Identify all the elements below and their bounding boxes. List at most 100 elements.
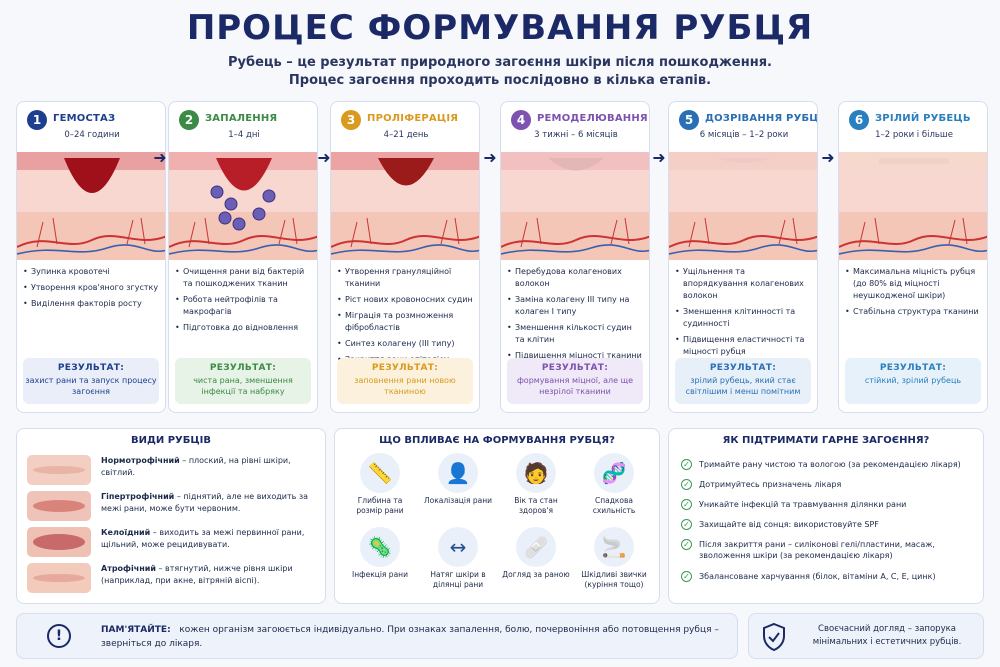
stage-process-item: Утворення грануляційної тканини — [337, 266, 473, 290]
exclamation-icon: ! — [47, 624, 71, 648]
factor-item: 👤Локалізація рани — [423, 453, 493, 506]
healing-tip-text: Дотримуйтесь призначень лікаря — [699, 480, 842, 489]
stage-result-label: РЕЗУЛЬТАТ: — [57, 363, 125, 373]
healing-tip-text: Тримайте рану чистою та вологою (за реко… — [699, 460, 961, 469]
stage-result-label: РЕЗУЛЬТАТ: — [709, 363, 777, 373]
check-circle-icon: ✓ — [681, 479, 692, 490]
stage-time: 6 місяців – 1–2 роки — [699, 130, 789, 140]
subtitle-line-2: Процес загоєння проходить послідовно в к… — [288, 73, 712, 88]
reminder-banner: ! ПАМ'ЯТАЙТЕ: кожен організм загоюється … — [16, 613, 738, 659]
stage-result-text: захист рани та запуск процесу загоєння — [25, 376, 157, 396]
reminder-label: ПАМ'ЯТАЙТЕ: — [101, 625, 171, 635]
person-icon: 🧑 — [516, 453, 556, 493]
stage-result-text: чиста рана, зменшення інфекції та набряк… — [193, 376, 293, 396]
stage-result-text: формування міцної, але ще незрілої ткани… — [516, 376, 634, 396]
cigarette-icon: 🚬 — [594, 527, 634, 567]
factor-label: Вік та стан здоров'я — [514, 496, 558, 515]
stage-arrow-icon: ➜ — [821, 148, 835, 167]
scar-type-text: Атрофічний – втягнутий, нижче рівня шкір… — [101, 563, 317, 587]
scar-type-text: Гіпертрофічний – піднятий, але не виходи… — [101, 491, 317, 515]
stage-process-item: Ущільнення та впорядкування колагенових … — [675, 266, 811, 302]
stage-process-item: Зупинка кровотечі — [23, 266, 159, 278]
stage-result-text: зрілий рубець, який стає світлішим і мен… — [685, 376, 801, 396]
factor-item: 🧬Спадкова схильність — [579, 453, 649, 516]
reminder-text-block: ПАМ'ЯТАЙТЕ: кожен організм загоюється ін… — [101, 623, 731, 651]
skin-cross-section-illustration — [669, 152, 817, 260]
healing-tip-text: Уникайте інфекцій та травмування ділянки… — [699, 500, 907, 509]
stage-result-box: РЕЗУЛЬТАТ:заповнення рани новою тканиною — [337, 358, 473, 404]
stage-process-item: Робота нейтрофілів та макрофагів — [175, 294, 311, 318]
stage-process-item: Заміна колагену III типу на колаген I ти… — [507, 294, 643, 318]
factor-label: Спадкова схильність — [592, 496, 636, 515]
stage-result-box: РЕЗУЛЬТАТ: захист рани та запуск процесу … — [23, 358, 159, 404]
care-banner: Своєчасний догляд – запорука мінімальних… — [748, 613, 984, 659]
stage-result-text: стійкий, зрілий рубець — [864, 376, 962, 385]
stage-process-item: Зменшення кількості судин та клітин — [507, 322, 643, 346]
stage-process-item: Максимальна міцність рубця (до 80% від м… — [845, 266, 981, 302]
stage-result-label: РЕЗУЛЬТАТ: — [879, 363, 947, 373]
skin-cross-section-illustration — [331, 152, 479, 260]
factor-label: Натяг шкіри в ділянці рани — [430, 570, 486, 589]
stage-arrow-icon: ➜ — [153, 148, 167, 167]
stage-process-item: Міграція та розмноження фібробластів — [337, 310, 473, 334]
stage-time: 3 тижні – 6 місяців — [534, 130, 618, 140]
stage-result-box: РЕЗУЛЬТАТ: зрілий рубець, який стає світл… — [675, 358, 811, 404]
stage-process-list: Очищення рани від бактерій та пошкоджени… — [169, 260, 317, 334]
healing-tip-text: Захищайте від сонця: використовуйте SPF — [699, 520, 879, 529]
scar-illustration — [27, 455, 91, 485]
stage-result-label: РЕЗУЛЬТАТ: — [541, 363, 609, 373]
factor-item: 🚬Шкідливі звички (куріння тощо) — [579, 527, 649, 590]
scar-type-row: Келоїдний – виходить за межі первинної р… — [27, 527, 317, 561]
bandage-icon: 🩹 — [516, 527, 556, 567]
factor-label: Інфекція рани — [352, 570, 408, 579]
healing-tips-panel: ЯК ПІДТРИМАТИ ГАРНЕ ЗАГОЄННЯ? ✓ Тримайте … — [668, 428, 984, 604]
factors-panel: ЩО ВПЛИВАЄ НА ФОРМУВАННЯ РУБЦЯ? 📏Глибина… — [334, 428, 660, 604]
skin-cross-section-illustration — [839, 152, 987, 260]
stage-number-badge: 5 — [679, 110, 699, 130]
check-circle-icon: ✓ — [681, 571, 692, 582]
stage-process-item: Перебудова колагенових волокон — [507, 266, 643, 290]
scar-types-panel: ВИДИ РУБЦІВ Нормотрофічний – плоский, на… — [16, 428, 326, 604]
subtitle-line-1: Рубець – це результат природного загоєнн… — [228, 55, 772, 70]
skin-cross-section-illustration — [17, 152, 165, 260]
healing-tip-text: Збалансоване харчування (білок, вітаміни… — [699, 572, 936, 581]
factors-title: ЩО ВПЛИВАЄ НА ФОРМУВАННЯ РУБЦЯ? — [379, 435, 615, 446]
bacteria-icon: 🦠 — [360, 527, 400, 567]
healing-tips-title: ЯК ПІДТРИМАТИ ГАРНЕ ЗАГОЄННЯ? — [722, 435, 930, 446]
check-circle-icon: ✓ — [681, 499, 692, 510]
stage-result-label: РЕЗУЛЬТАТ: — [371, 363, 439, 373]
healing-tip-item: ✓ Тримайте рану чистою та вологою (за рек… — [681, 459, 975, 473]
stage-result-box: РЕЗУЛЬТАТ:чиста рана, зменшення інфекції… — [175, 358, 311, 404]
scar-type-name: Атрофічний — [101, 564, 156, 573]
stage-card-5: 5 ДОЗРІВАННЯ РУБЦЯ 6 місяців – 1–2 рокиУщі… — [668, 101, 818, 413]
stage-time: 4–21 день — [383, 130, 429, 140]
ruler-icon: 📏 — [360, 453, 400, 493]
scar-type-text: Келоїдний – виходить за межі первинної р… — [101, 527, 317, 551]
scar-type-row: Атрофічний – втягнутий, нижче рівня шкір… — [27, 563, 317, 597]
scar-illustration — [27, 491, 91, 521]
stage-number-badge: 2 — [179, 110, 199, 130]
healing-tip-item: ✓ Уникайте інфекцій та травмування ділянк… — [681, 499, 975, 513]
skin-cross-section-illustration — [501, 152, 649, 260]
check-circle-icon: ✓ — [681, 459, 692, 470]
stage-number-badge: 1 — [27, 110, 47, 130]
factor-label: Локалізація рани — [423, 496, 493, 505]
stage-name: ЗАПАЛЕННЯ — [205, 113, 278, 124]
stage-process-item: Утворення кров'яного згустку — [23, 282, 159, 294]
stage-process-item: Зменшення клітинності та судинності — [675, 306, 811, 330]
stage-arrow-icon: ➜ — [317, 148, 331, 167]
stage-process-list: Утворення грануляційної тканиниРіст нови… — [331, 260, 479, 366]
factor-item: 🧑 Вік та стан здоров'я — [501, 453, 571, 516]
healing-tip-item: ✓ Дотримуйтесь призначень лікаря — [681, 479, 975, 493]
stage-process-list: Максимальна міцність рубця (до 80% від м… — [839, 260, 987, 318]
stage-name: ДОЗРІВАННЯ РУБЦЯ — [705, 113, 818, 124]
stage-process-item: Підготовка до відновлення — [175, 322, 311, 334]
stage-process-list: Ущільнення та впорядкування колагенових … — [669, 260, 817, 358]
reminder-text: кожен організм загоюється індивідуально.… — [101, 625, 719, 649]
shield-check-icon — [763, 622, 785, 652]
scar-type-desc: – плоский, на рівні шкіри, світлий. — [101, 456, 291, 477]
